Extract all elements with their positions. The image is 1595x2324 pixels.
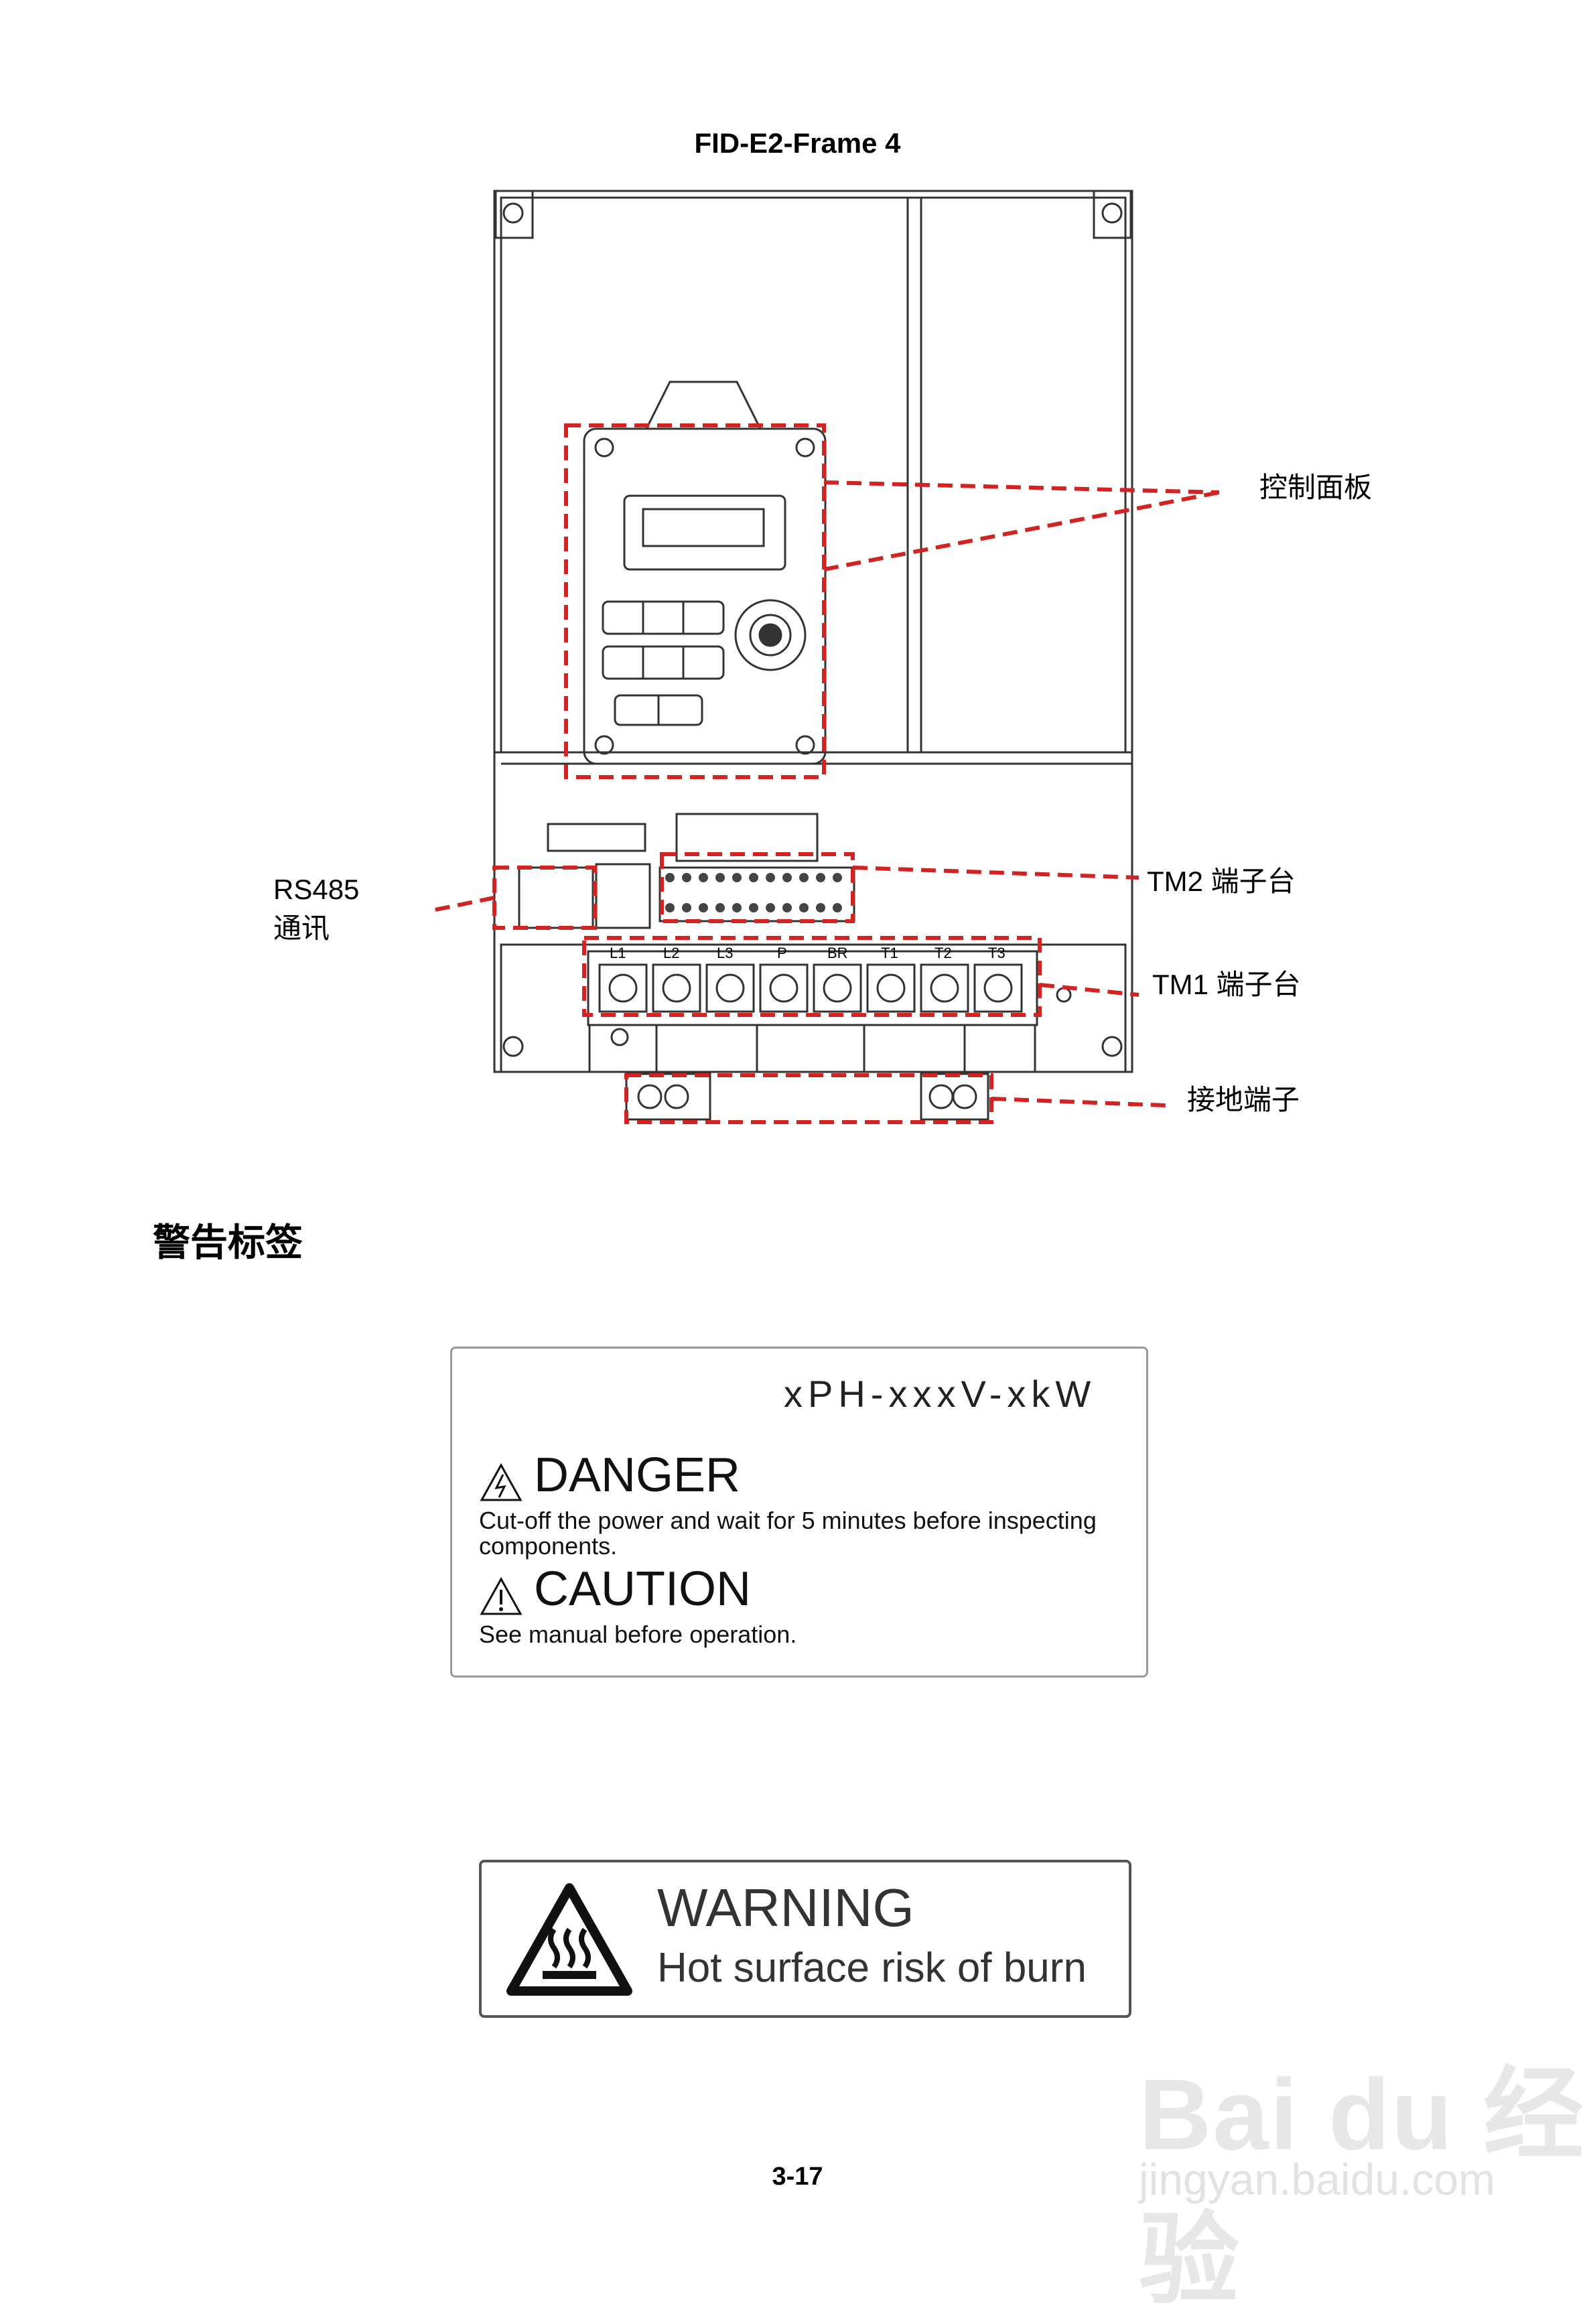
callout-control-panel: 控制面板	[1259, 472, 1373, 503]
callout-rs485-comm: 通讯	[273, 912, 330, 944]
figure-title: FID-E2-Frame 4	[694, 127, 901, 159]
terminal-label: L3	[717, 945, 734, 961]
terminal-label: L1	[610, 945, 626, 961]
terminal-label: P	[777, 945, 787, 961]
warning-text: Hot surface risk of burn	[657, 1945, 1087, 1991]
electric-hazard-icon	[480, 1462, 523, 1501]
callout-tm2: TM2 端子台	[1147, 866, 1296, 897]
hot-surface-warning-label: WARNING Hot surface risk of burn	[479, 1860, 1131, 2018]
page-number: 3-17	[772, 2163, 823, 2191]
model-number: xPH-xxxV-xkW	[784, 1373, 1097, 1415]
callout-ground: 接地端子	[1187, 1084, 1300, 1115]
section-heading: 警告标签	[153, 1221, 303, 1263]
terminal-label: T2	[934, 945, 952, 961]
danger-caution-label: xPH-xxxV-xkW DANGER Cut-off the power an…	[450, 1347, 1148, 1678]
caution-icon	[480, 1576, 523, 1615]
caution-text: See manual before operation.	[479, 1621, 797, 1648]
callout-tm1: TM1 端子台	[1152, 969, 1301, 1000]
danger-title: DANGER	[534, 1448, 741, 1502]
danger-text-line1: Cut-off the power and wait for 5 minutes…	[479, 1507, 1097, 1534]
terminal-label: L2	[663, 945, 680, 961]
inverter-drawing	[428, 190, 1220, 1124]
terminal-label: BR	[827, 945, 848, 961]
terminal-labels: L1 L2 L3 P BR T1 T2 T3	[600, 945, 1028, 965]
callout-rs485: RS485	[273, 874, 360, 905]
terminal-label: T3	[988, 945, 1005, 961]
watermark-url: jingyan.baidu.com	[1139, 2155, 1495, 2204]
danger-text-line2: components.	[479, 1532, 618, 1560]
terminal-label: T1	[881, 945, 898, 961]
caution-title: CAUTION	[534, 1562, 751, 1616]
warning-title: WARNING	[657, 1878, 914, 1937]
hot-surface-icon	[506, 1883, 632, 1996]
